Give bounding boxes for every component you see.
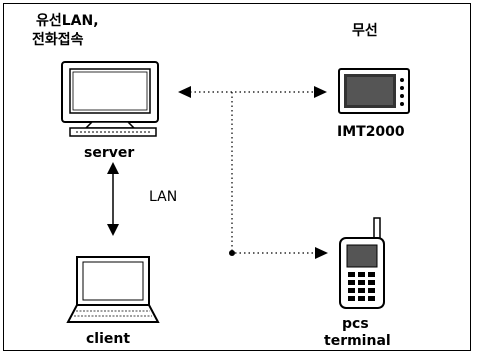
arrow-left-icon [178,86,191,98]
imt2000-label: IMT2000 [337,124,405,140]
lan-label: LAN [149,189,178,205]
wired-label-line1: 유선LAN, [36,13,99,29]
imt2000-device-icon [338,68,410,114]
arrow-right-icon [314,86,327,98]
arrow-down-icon [107,224,119,236]
client-label: client [86,331,131,347]
laptop-icon [66,256,160,323]
server-label: server [84,145,135,161]
pcs-label-line2: terminal [324,333,391,349]
wireless-link-pcs [229,92,328,259]
wired-label-line2: 전화접속 [32,32,84,48]
pcs-label-line1: pcs [342,316,369,332]
diagram-frame [3,3,471,351]
arrow-up-icon [107,162,119,174]
lan-link [107,162,119,236]
wireless-link-server-imt [178,86,327,98]
mobile-phone-icon [339,217,385,309]
wireless-label: 무선 [352,23,378,39]
arrow-right-icon [315,247,328,259]
desktop-computer-icon [61,61,159,137]
